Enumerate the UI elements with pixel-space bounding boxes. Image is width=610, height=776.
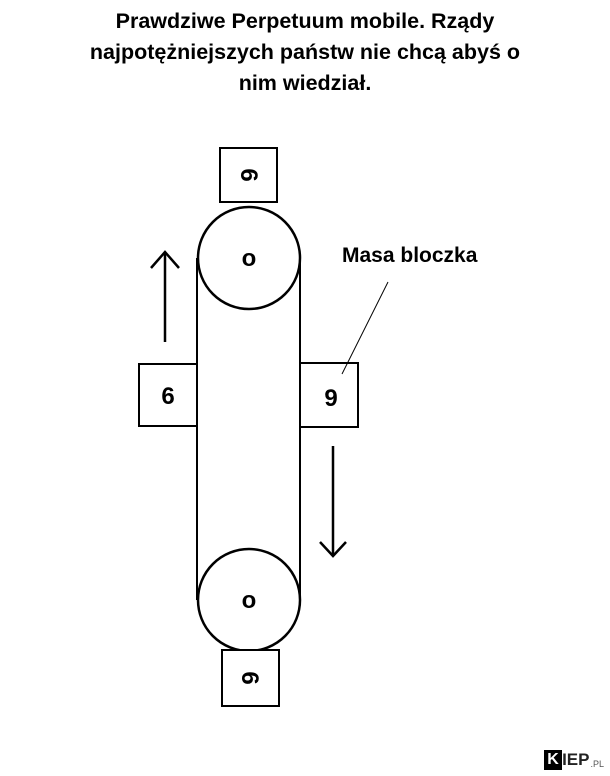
watermark-k: K <box>544 750 563 770</box>
block-bottom-label: 6 <box>236 671 263 684</box>
annotation-leader-line <box>341 281 389 375</box>
annotation-label: Masa bloczka <box>342 244 478 267</box>
bottom-wheel-hub: o <box>242 587 257 614</box>
block-top-label: 6 <box>235 168 262 181</box>
watermark-tld: .PL <box>590 759 604 769</box>
title-line-2: najpotężniejszych państw nie chcą abyś o <box>89 40 521 64</box>
block-right: 9 <box>299 362 359 428</box>
block-right-label: 9 <box>324 385 337 412</box>
title-line-3: nim wiedział. <box>238 71 372 95</box>
block-left-label: 6 <box>161 383 174 410</box>
block-bottom: 6 <box>221 649 280 707</box>
page-title: Prawdziwe Perpetuum mobile. Rządy najpot… <box>0 6 610 99</box>
watermark-text: IEP <box>562 750 590 769</box>
block-left: 6 <box>138 363 198 427</box>
arrow-down-icon <box>319 446 347 558</box>
block-top: 6 <box>219 147 278 203</box>
watermark-logo: K IEP .PL <box>544 748 604 772</box>
arrow-up-icon <box>150 250 180 342</box>
title-line-1: Prawdziwe Perpetuum mobile. Rządy <box>115 9 495 33</box>
top-wheel <box>196 205 302 311</box>
top-wheel-hub: o <box>242 245 257 272</box>
